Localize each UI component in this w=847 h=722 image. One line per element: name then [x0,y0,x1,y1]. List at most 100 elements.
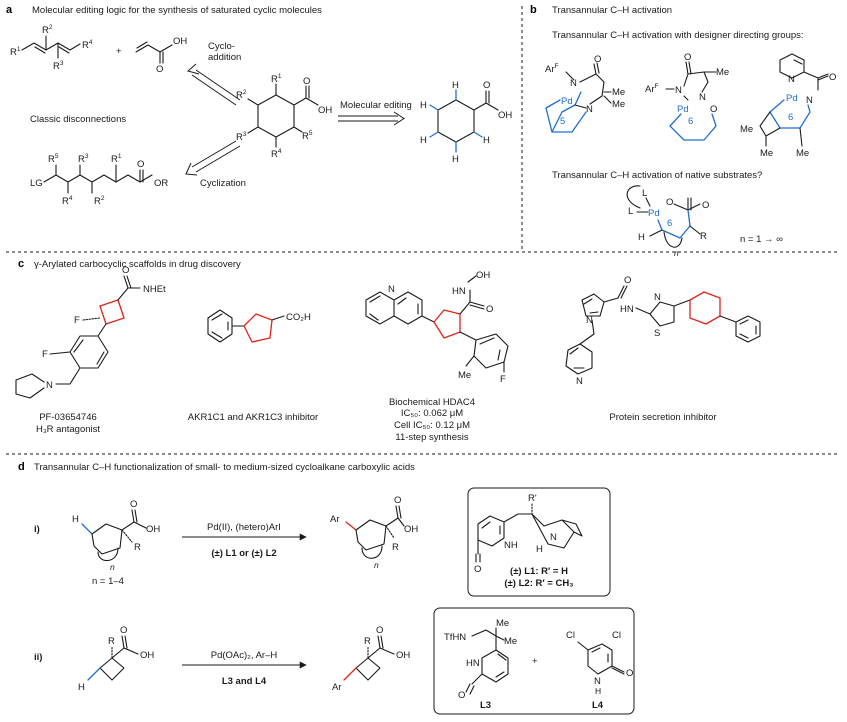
cycloaddition-label-2: addition [208,52,241,63]
b1-ring-5: 5 [560,116,565,127]
b1-o: O [594,54,601,65]
d1-n: n [110,562,115,572]
m3-hn: HN [452,286,466,297]
d1p-oh: OH [404,524,418,535]
b2-me1: Me [496,618,509,629]
n-o1: O [666,197,673,208]
m4-n3: N [576,376,583,387]
b1-rprime: R' [528,493,537,504]
b3-me2: Me [760,148,773,159]
m3-f: F [500,374,506,385]
c-r3: R3 [236,131,247,143]
n-o2: O [702,200,709,211]
panel-d: d Transannular C–H functionalization of … [18,461,635,715]
ligand-l3-structure: TfHN Me Me HN O [444,618,517,701]
molecular-editing-label: Molecular editing [340,100,412,111]
m3-n: N [388,284,395,295]
ligand-l4-structure: Cl Cl O N H [566,630,633,696]
n-pd: Pd [648,208,660,219]
box2-l3: L3 [480,700,491,711]
c-r2: R2 [236,89,247,101]
b1-nh: NH [504,540,518,551]
b2-arf: ArF [645,83,659,95]
e-oh: OH [498,110,512,121]
m1-f1: F [74,315,80,326]
panel-c: c γ-Arylated carbocyclic scaffolds in dr… [15,258,761,443]
b2-o2: O [710,104,717,115]
c-o: O [303,76,310,87]
b3-me1: Me [740,124,753,135]
b3-n2: N [806,95,813,106]
box2-plus: + [532,656,538,667]
m4-n2: N [654,292,661,303]
d1-r: R [134,542,141,553]
m1-nhet: NHEt [143,284,166,295]
classic-disconnections-label: Classic disconnections [30,114,126,125]
d2-oh: OH [140,650,154,661]
row-ii-product: Ar R O OH [332,625,410,693]
d2-r: R [108,636,115,647]
m4-o: O [624,275,631,286]
h-2: H [452,80,459,91]
panel-b: b Transannular C–H activation Transannul… [530,4,836,258]
n-l2: L [628,206,633,217]
d2-o: O [120,625,127,636]
b3-me3: Me [796,148,809,159]
m3-line-3: Cell IC₅₀: 0.12 μM [394,420,470,431]
m4-hn: HN [620,304,634,315]
n-range-label: n = 1 → ∞ [740,234,783,245]
b3-ring-6: 6 [788,112,793,123]
row-ii-reagents: Pd(OAc)₂, Ar–H [211,650,278,661]
b3-pd: Pd [786,93,798,104]
acrylic-o: O [156,64,163,75]
m3-me: Me [458,370,471,381]
chain-r5: R5 [48,153,59,165]
pf-03654746-structure: O NHEt F F N [15,265,166,399]
panel-c-letter: c [18,258,24,270]
b1-o: O [474,564,481,575]
h-5: H [483,135,490,146]
m3-line-4: 11-step synthesis [395,432,468,443]
protein-secretion-inhibitor-structure: N O HN N S N [565,275,761,387]
diene-structure: R1 R2 R4 R3 [10,24,93,72]
d2p-o: O [376,625,383,636]
b2-ring-6: 6 [688,116,693,127]
m1-desc: H₃R antagonist [36,424,100,435]
box1-l1: (±) L1: R′ = H [510,566,568,577]
c-r5: R5 [302,130,313,142]
b3-n1: N [788,74,795,85]
d1p-n: n [374,560,379,570]
d1-h: H [72,514,79,525]
b2-n1: N [675,85,682,96]
m3-o: O [486,304,493,315]
m2-desc: AKR1C1 and AKR1C3 inhibitor [188,412,318,423]
n-l1: L [642,188,647,199]
central-cyclohexane: R1 R2 R3 R4 R5 O OH [236,73,332,160]
diene-r1: R1 [10,46,21,58]
d1-o: O [130,499,137,510]
h-1: H [420,100,427,111]
b2-o1: O [684,52,691,63]
d1p-ar: Ar [330,514,340,525]
molecular-editing-arrow [338,111,405,126]
n-r: R [700,231,707,242]
acrylic-acid-structure: O OH [135,36,187,75]
panel-b-title: Transannular C–H activation [552,5,672,16]
diene-r2: R2 [42,24,53,36]
panel-d-title: Transannular C–H functionalization of sm… [34,462,415,473]
b1-n: N [550,532,557,543]
b1-n2: N [586,104,593,115]
chain-o: O [137,159,144,170]
h-3: H [420,135,427,146]
b2-tfhn: TfHN [444,632,466,643]
d2p-ar: Ar [332,682,342,693]
box2-l4: L4 [592,700,604,711]
b2-hn: HN [466,658,480,669]
h-4: H [452,154,459,165]
chain-r4: R4 [62,195,73,207]
directing-group-complex-1: ArF N O Me Me N Pd 5 [545,54,625,133]
m1-f2: F [42,349,48,360]
retro-arrow-down [185,140,241,176]
diene-r3: R3 [53,60,64,72]
panel-b-subtitle-1: Transannular C–H activation with designe… [552,30,804,41]
